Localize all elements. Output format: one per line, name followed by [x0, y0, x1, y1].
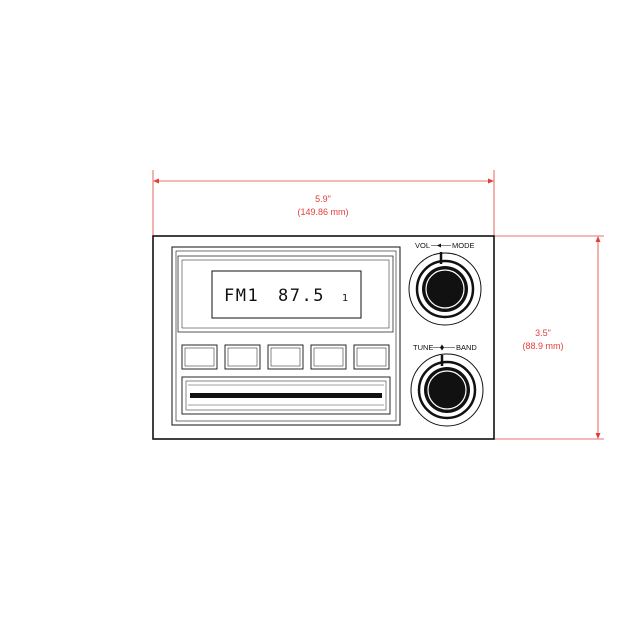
media-slot: [181, 376, 391, 415]
slot-bezel-inner: [185, 380, 387, 411]
tune-knob-bezel: [410, 353, 484, 427]
tune-knob-ring: [417, 360, 477, 420]
vol-mode-arrow: [437, 243, 441, 248]
preset-button-3-inner: [270, 347, 301, 367]
width-arrow-left: [153, 178, 159, 184]
radio-outer-frame: [152, 235, 495, 440]
preset-button-5[interactable]: [353, 344, 390, 370]
preset-button-4-inner: [313, 347, 344, 367]
lcd-preset: 1: [342, 293, 350, 304]
tune-knob-highlight: [427, 370, 467, 410]
display-bezel: [177, 255, 394, 333]
tune-band-marker: [440, 344, 444, 351]
preset-button-2-inner: [227, 347, 258, 367]
preset-button-1-inner: [184, 347, 215, 367]
width-arrow-right: [488, 178, 494, 184]
tune-band-knob-group: TUNE BAND: [410, 343, 484, 427]
faceplate-inner: [175, 250, 397, 422]
volume-knob[interactable]: [422, 266, 468, 312]
width-dimension: 5.9" (149.86 mm): [152, 170, 495, 236]
height-mm: (88.9 mm): [522, 341, 563, 351]
preset-button-5-inner: [356, 347, 387, 367]
mode-label: MODE: [452, 241, 475, 250]
volume-knob-ring: [415, 259, 475, 319]
preset-button-1[interactable]: [181, 344, 218, 370]
radio-body: FM1 87.5 1 VOL MOD: [152, 235, 495, 440]
volume-knob-bezel: [408, 252, 482, 326]
height-arrow-bottom: [595, 433, 601, 439]
volume-mode-knob-group: VOL MODE: [408, 241, 482, 326]
preset-button-2[interactable]: [224, 344, 261, 370]
height-arrow-top: [595, 236, 601, 242]
tune-label: TUNE: [413, 343, 433, 352]
vol-label: VOL: [415, 241, 430, 250]
slot-bezel: [181, 376, 391, 415]
height-inches: 3.5": [535, 328, 551, 338]
width-mm: (149.86 mm): [297, 207, 348, 217]
volume-knob-highlight: [425, 269, 465, 309]
band-label: BAND: [456, 343, 477, 352]
tune-knob[interactable]: [424, 367, 470, 413]
preset-button-4[interactable]: [310, 344, 347, 370]
height-dimension: 3.5" (88.9 mm): [494, 235, 604, 440]
display-bezel-inner: [181, 259, 390, 329]
slot-opening[interactable]: [190, 393, 382, 398]
lcd-band: FM1: [224, 286, 259, 306]
preset-button-3[interactable]: [267, 344, 304, 370]
faceplate-outer: [171, 246, 401, 426]
preset-buttons: [181, 344, 390, 370]
lcd-frequency: 87.5: [278, 286, 325, 306]
width-inches: 5.9": [315, 194, 331, 204]
lcd-screen: [211, 270, 362, 319]
